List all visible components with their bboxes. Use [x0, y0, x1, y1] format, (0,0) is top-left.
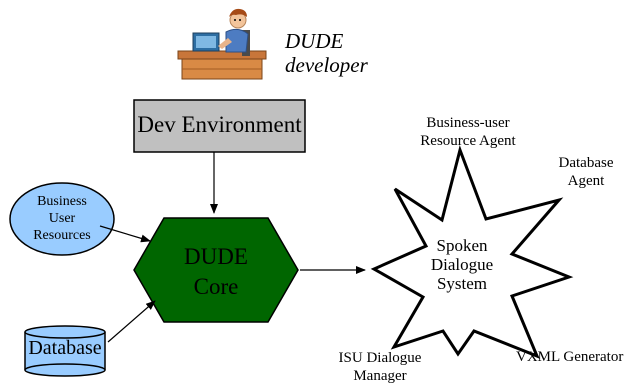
isu-dialogue-manager-line2: Manager	[353, 368, 407, 383]
arrow-database-to-core	[107, 300, 156, 343]
spoken-dialogue-system-star	[370, 145, 574, 359]
isu-dialogue-manager-line1: ISU Dialogue	[338, 350, 422, 366]
dude-core-line1: DUDE	[184, 244, 248, 269]
developer-label-line1: DUDE	[285, 29, 344, 53]
arrow-business-resources-to-core	[99, 225, 151, 243]
business-user-resources-line2: User	[48, 211, 76, 226]
business-user-resources-label: Business User Resources	[10, 193, 114, 244]
dev-environment-box	[133, 99, 306, 153]
database-agent-line1: Database	[558, 155, 614, 171]
business-user-resources-line3: Resources	[33, 228, 91, 243]
database-cylinder	[24, 325, 106, 377]
spoken-dialogue-system-label: Spoken Dialogue System	[418, 236, 506, 293]
developer-at-desk-icon	[177, 8, 267, 80]
isu-dialogue-manager-label: ISU Dialogue Manager	[325, 349, 435, 383]
developer-label: DUDE developer	[285, 29, 368, 77]
business-user-resource-agent-line2: Resource Agent	[420, 133, 516, 149]
vxml-generator-label: VXML Generator	[516, 349, 624, 365]
business-user-resource-agent-line1: Business-user	[426, 115, 510, 131]
dude-core-label: DUDE Core	[164, 242, 268, 302]
dude-core-line2: Core	[193, 274, 239, 299]
dev-environment-label: Dev Environment	[137, 112, 302, 137]
spoken-dialogue-system-line3: System	[436, 274, 488, 293]
database-label: Database	[28, 337, 102, 359]
database-agent-label: Database Agent	[548, 154, 624, 190]
business-user-resources-line1: Business	[37, 194, 87, 209]
developer-label-line2: developer	[285, 53, 368, 77]
database-agent-line2: Agent	[567, 173, 605, 189]
business-user-resource-agent-label: Business-user Resource Agent	[408, 114, 528, 150]
dude-core-hexagon	[133, 217, 299, 323]
spoken-dialogue-system-line2: Dialogue	[430, 255, 494, 274]
spoken-dialogue-system-line1: Spoken	[436, 236, 488, 255]
business-user-resources-ellipse	[9, 182, 115, 256]
